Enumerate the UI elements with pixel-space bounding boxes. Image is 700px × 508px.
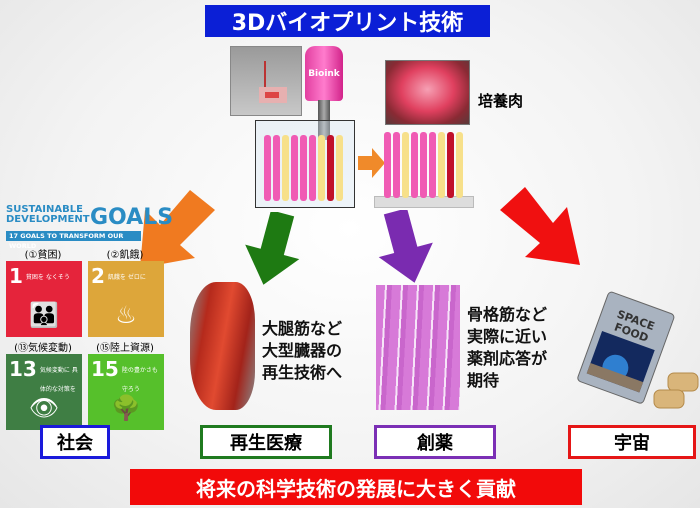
cell-rod — [327, 135, 334, 201]
sdg-goal-2: 2 飢餓を ゼロに ♨ — [88, 261, 164, 337]
cell-rod — [456, 132, 463, 198]
arrow-to-regen-icon — [245, 212, 300, 285]
arrow-to-drug-icon — [378, 210, 433, 283]
regen-description: 大腿筋など大型臓器の再生技術へ — [262, 319, 343, 382]
printer-photo — [230, 46, 302, 116]
cell-rod — [402, 132, 409, 198]
cell-rod — [273, 135, 280, 201]
category-drug-discovery: 創薬 — [374, 425, 496, 459]
cell-rod — [291, 135, 298, 201]
cultured-meat-photo — [385, 60, 470, 125]
category-society: 社会 — [40, 425, 110, 459]
sdg-number: 15 — [91, 357, 119, 381]
cell-rod — [384, 132, 391, 198]
conclusion-banner: 将来の科学技術の発展に大きく貢献 — [130, 469, 582, 505]
cell-rod — [447, 132, 454, 198]
sdg-pictogram-icon: ♨ — [115, 301, 137, 329]
arrow-to-society-icon — [140, 190, 215, 268]
sdg-tiles: (①貧困) 1 貧困を なくそう 👪(②飢餓) 2 飢餓を ゼロに ♨(⑬気候変… — [6, 246, 166, 430]
sdg-caption: (①貧困) — [24, 250, 62, 261]
small-arrow-icon — [358, 148, 385, 178]
cell-rod — [282, 135, 289, 201]
cell-rod — [420, 132, 427, 198]
cell-rod — [300, 135, 307, 201]
sdg-caption: (⑮陸上資源) — [96, 343, 154, 354]
cell-rod — [336, 135, 343, 201]
cell-rod — [318, 135, 325, 201]
printing-cube — [255, 120, 355, 208]
page-title: 3Dバイオプリント技術 — [205, 5, 490, 37]
sdg-goal-13: 13 気候変動に 具体的な対策を 👁 — [6, 354, 82, 430]
sdg-tile: (①貧困) 1 貧困を なくそう 👪 — [6, 246, 84, 337]
sdg-logo: SUSTAINABLE DEVELOPMENT GOALS 17 GOALS T… — [6, 204, 174, 250]
arrow-to-space-icon — [500, 187, 580, 265]
sdg-text: 気候変動に 具体的な対策を — [39, 367, 78, 393]
category-space: 宇宙 — [568, 425, 696, 459]
sdg-goal-1: 1 貧困を なくそう 👪 — [6, 261, 82, 337]
sdg-number: 13 — [9, 357, 37, 381]
cell-rod — [429, 132, 436, 198]
space-food-image: SPACE FOOD — [577, 291, 699, 409]
bioink-syringe: Bioink — [305, 46, 343, 101]
cell-rod — [411, 132, 418, 198]
sdg-tile: (⑬気候変動) 13 気候変動に 具体的な対策を 👁 — [6, 339, 84, 430]
sdg-pictogram-icon: 🌳 — [111, 394, 141, 422]
sdg-caption: (⑬気候変動) — [14, 343, 72, 354]
sdg-tile: (②飢餓) 2 飢餓を ゼロに ♨ — [88, 246, 166, 337]
sdg-tile: (⑮陸上資源) 15 陸の豊かさも 守ろう 🌳 — [88, 339, 166, 430]
printed-scaffold — [374, 128, 474, 208]
sdg-pictogram-icon: 👪 — [29, 301, 59, 329]
cell-rod — [393, 132, 400, 198]
cultured-meat-label: 培養肉 — [478, 92, 524, 110]
sdg-text: 貧困を なくそう — [25, 274, 70, 281]
sdg-goal-15: 15 陸の豊かさも 守ろう 🌳 — [88, 354, 164, 430]
category-regenerative-medicine: 再生医療 — [200, 425, 332, 459]
sdg-caption: (②飢餓) — [106, 250, 144, 261]
sdg-number: 2 — [91, 264, 105, 288]
drug-description: 骨格筋など実際に近い薬剤応答が期待 — [467, 305, 548, 390]
cell-rod — [438, 132, 445, 198]
cell-rod — [264, 135, 271, 201]
sdg-text: 陸の豊かさも 守ろう — [121, 367, 158, 393]
sdg-number: 1 — [9, 264, 23, 288]
sdg-pictogram-icon: 👁 — [28, 394, 60, 422]
sdg-text: 飢餓を ゼロに — [107, 274, 146, 281]
muscle-fiber-image — [376, 285, 460, 410]
cell-rod — [309, 135, 316, 201]
thigh-muscle-image — [190, 282, 255, 410]
